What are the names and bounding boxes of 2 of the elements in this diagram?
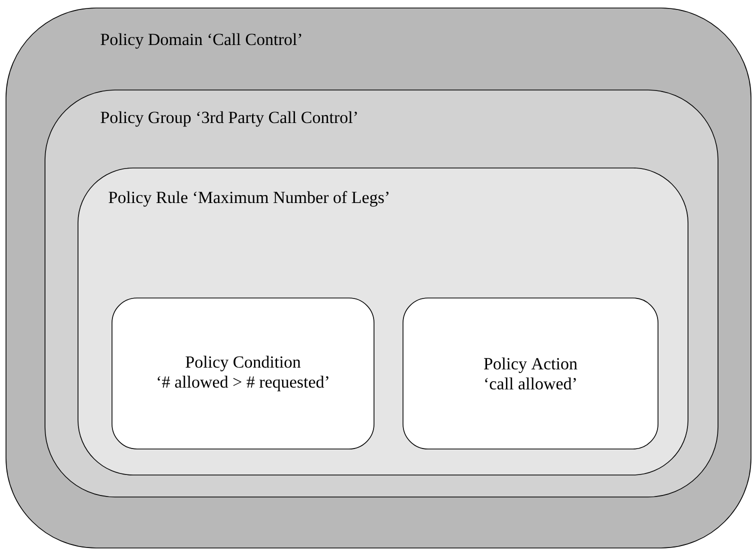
condition-box: Policy Condition ‘# allowed > # requested’ — [112, 298, 374, 450]
action-box: Policy Action ‘call allowed’ — [402, 298, 658, 450]
